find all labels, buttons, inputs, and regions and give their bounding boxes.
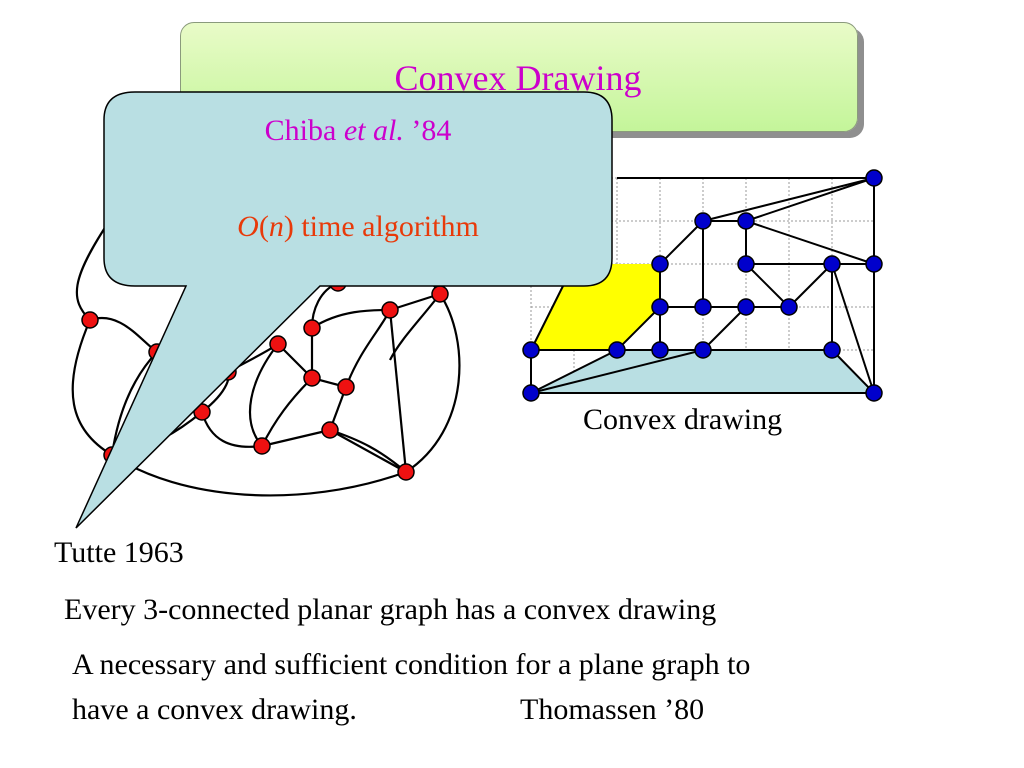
callout-etal: et al. [343, 114, 404, 147]
statement-line-2: A necessary and sufficient condition for… [72, 648, 751, 681]
callout-year: ’84 [411, 114, 452, 147]
blue-vertex [522, 341, 540, 359]
callout-author-line: Chiba et al. ’84 [110, 112, 606, 150]
tutte-label: Tutte 1963 [54, 536, 184, 569]
blue-vertex [737, 298, 755, 316]
red-vertex [303, 369, 321, 387]
red-vertex [303, 319, 321, 337]
callout-author: Chiba [264, 114, 337, 147]
blue-vertex [694, 212, 712, 230]
blue-vertex [823, 255, 841, 273]
red-vertex [321, 421, 339, 439]
blue-vertex [651, 255, 669, 273]
red-vertex [253, 437, 271, 455]
red-vertex [81, 311, 99, 329]
figure-caption: Convex drawing [583, 403, 783, 436]
red-vertex [269, 335, 287, 353]
statement-line-3b: Thomassen ’80 [520, 693, 705, 726]
blue-vertex [823, 341, 841, 359]
blue-vertex [865, 384, 883, 402]
red-vertex [381, 301, 399, 319]
blue-vertex [865, 255, 883, 273]
blue-vertex [737, 212, 755, 230]
callout-o: O [237, 210, 259, 243]
blue-vertex [522, 384, 540, 402]
red-vertex [397, 463, 415, 481]
blue-vertex [737, 255, 755, 273]
callout-algorithm: time algorithm [293, 210, 479, 243]
cyan-face [531, 350, 874, 393]
blue-vertex [651, 341, 669, 359]
callout-algorithm-line: O(n) time algorithm [110, 208, 606, 246]
blue-vertex [865, 169, 883, 187]
blue-vertex [651, 298, 669, 316]
blue-vertex [694, 341, 712, 359]
callout-paren-close: ) [283, 210, 294, 243]
blue-vertex [694, 298, 712, 316]
statement-line-3a: have a convex drawing. [72, 693, 357, 726]
callout-n: n [268, 210, 284, 243]
red-vertex [337, 378, 355, 396]
blue-vertex [608, 341, 626, 359]
blue-vertex [780, 298, 798, 316]
callout-paren-open: ( [258, 210, 269, 243]
statement-line-1: Every 3-connected planar graph has a con… [64, 593, 717, 626]
